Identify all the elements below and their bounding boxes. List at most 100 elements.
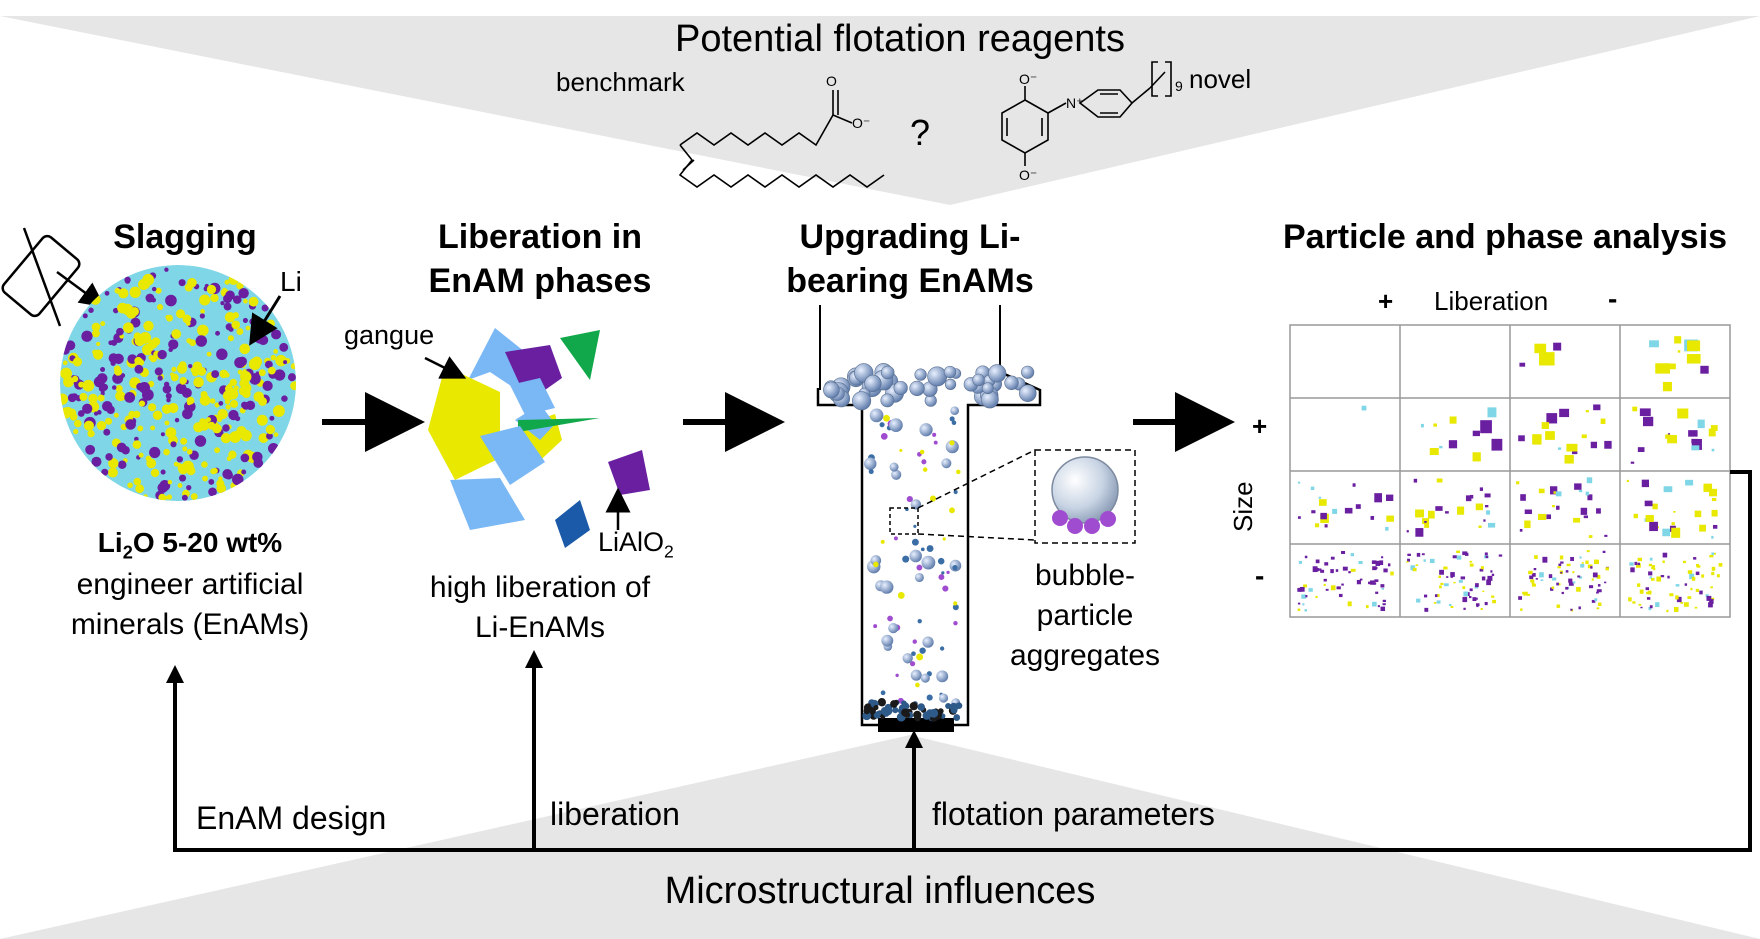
- grid-particle: [1465, 495, 1472, 502]
- slag-phase-speck: [216, 348, 228, 361]
- slag-phase-speck: [166, 314, 173, 322]
- slag-phase-speck: [189, 339, 196, 347]
- li-pointer-arrow: [249, 295, 282, 346]
- slag-phase-speck: [241, 401, 248, 409]
- grid-particle: [1486, 510, 1491, 515]
- grid-particle: [1480, 608, 1483, 610]
- slag-phase-speck: [228, 326, 234, 332]
- slag-phase-speck: [111, 385, 117, 390]
- slag-phase-speck: [272, 405, 285, 418]
- grid-particle: [1373, 582, 1377, 585]
- particle-analysis-title: Particle and phase analysis: [1282, 218, 1728, 256]
- grid-particle: [1686, 354, 1701, 364]
- slag-phase-speck: [271, 329, 282, 340]
- slag-phase-speck: [239, 378, 250, 389]
- grid-particle: [1304, 555, 1308, 559]
- slag-phase-speck: [201, 461, 208, 468]
- grid-particle: [1565, 586, 1569, 590]
- grid-particle: [1423, 559, 1426, 562]
- froth-bubble: [852, 391, 872, 411]
- grid-particle: [1596, 576, 1601, 579]
- grid-particle: [1676, 531, 1680, 535]
- grid-particle: [1368, 581, 1372, 585]
- grid-particle: [1581, 434, 1587, 439]
- grid-particle: [1649, 605, 1653, 609]
- grid-particle: [1374, 493, 1383, 503]
- slag-phase-speck: [82, 379, 95, 392]
- grid-particle: [1548, 574, 1553, 579]
- grid-particle: [1557, 447, 1562, 450]
- slag-micrograph: [60, 265, 296, 501]
- slag-phase-speck: [197, 366, 207, 376]
- slag-phase-speck: [176, 456, 184, 463]
- slag-phase-speck: [226, 456, 232, 462]
- grid-particle: [1691, 576, 1696, 581]
- slag-phase-speck: [138, 400, 146, 407]
- column-bubble: [933, 440, 938, 445]
- slag-phase-speck: [195, 335, 208, 347]
- grid-particle: [1632, 406, 1638, 412]
- grid-particle: [1632, 601, 1636, 604]
- grid-particle: [1561, 591, 1564, 595]
- grid-particle: [1320, 569, 1325, 573]
- gangue-label: gangue: [344, 320, 435, 350]
- slag-phase-speck: [258, 369, 266, 377]
- grid-particle: [1531, 583, 1536, 587]
- slag-phase-speck: [200, 309, 205, 314]
- grid-particle: [1380, 606, 1386, 612]
- slag-phase-speck: [96, 341, 101, 347]
- grid-particle: [1541, 422, 1550, 429]
- grid-particle: [1700, 365, 1709, 374]
- grid-particle: [1639, 408, 1651, 417]
- sparger-bubble: [877, 698, 886, 707]
- slag-phase-speck: [99, 423, 106, 430]
- grid-particle: [1516, 481, 1520, 485]
- grid-particle: [1602, 550, 1606, 554]
- grid-particle: [1596, 508, 1601, 514]
- slag-phase-speck: [154, 367, 163, 376]
- pyridinium-molecule-icon: [1001, 61, 1172, 166]
- froth-bubble: [880, 393, 895, 408]
- slag-phase-speck: [150, 425, 156, 431]
- grid-particle: [1550, 587, 1554, 591]
- froth-bubble: [1004, 375, 1019, 390]
- grid-particle: [1605, 567, 1609, 571]
- grid-particle: [1476, 604, 1479, 608]
- slag-phase-speck: [243, 388, 249, 395]
- grid-particle: [1370, 515, 1375, 520]
- slag-phase-speck: [117, 460, 127, 470]
- grid-particle: [1323, 583, 1326, 587]
- grid-particle: [1318, 499, 1327, 506]
- slag-phase-speck: [266, 432, 273, 440]
- zoom-line-bottom: [917, 533, 1036, 541]
- grid-particle: [1530, 579, 1535, 583]
- grid-particle: [1462, 596, 1468, 603]
- slag-phase-speck: [220, 432, 232, 444]
- column-bubble: [929, 495, 937, 502]
- slag-phase-speck: [157, 482, 168, 494]
- slag-phase-speck: [100, 321, 106, 327]
- slag-phase-speck: [151, 286, 157, 292]
- slag-phase-speck: [264, 360, 273, 369]
- grid-particle: [1680, 601, 1684, 604]
- slag-phase-speck: [211, 370, 220, 379]
- slag-phase-speck: [104, 290, 110, 296]
- slag-phase-speck: [118, 288, 129, 299]
- grid-particle: [1478, 525, 1482, 528]
- feedback-arrow-3: [905, 730, 923, 748]
- feedback-arrow-2: [525, 650, 543, 668]
- column-bubble: [919, 647, 926, 654]
- slag-phase-speck: [155, 287, 162, 294]
- slag-phase-speck: [91, 322, 101, 332]
- grid-particle: [1586, 477, 1593, 484]
- grid-particle: [1379, 560, 1384, 566]
- column-bubble: [889, 418, 903, 432]
- slag-phase-speck: [179, 377, 187, 385]
- slag-phase-speck: [170, 373, 179, 382]
- grid-particle: [1448, 603, 1452, 607]
- column-bubble: [911, 538, 919, 546]
- grid-particle: [1472, 430, 1480, 437]
- slag-phase-speck: [223, 302, 232, 311]
- froth-bubble: [1021, 365, 1035, 379]
- grid-particle: [1299, 586, 1305, 592]
